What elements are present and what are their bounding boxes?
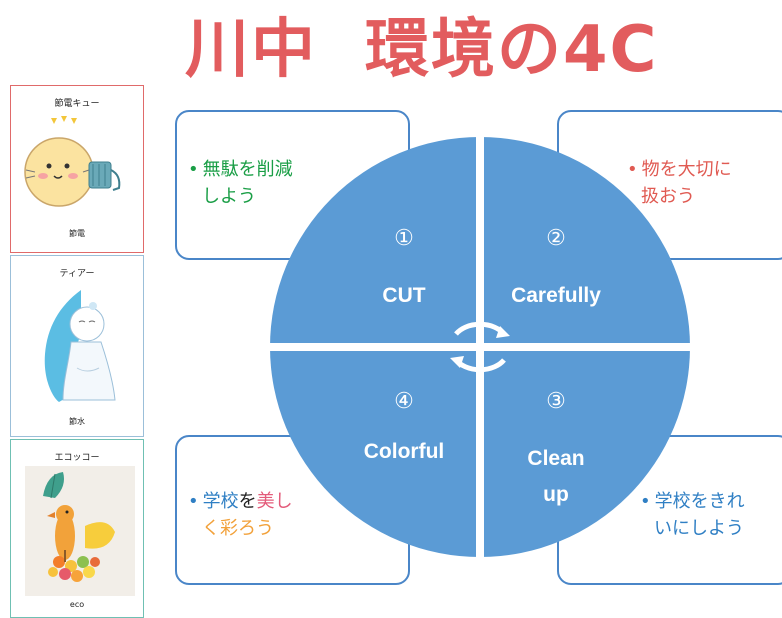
mascot-name: ティアー (59, 269, 95, 279)
quadrant-cut-label: CUT (382, 284, 426, 307)
title-school: 川中 (185, 13, 317, 87)
mascot-column: 節電キュー 節電 ティアー 節水 (10, 85, 144, 618)
quadrant-cleanup-number: ③ (546, 388, 566, 413)
mascot-card-1: 節電キュー 節電 (10, 85, 144, 253)
page-title: 川中環境の4C (185, 10, 745, 90)
mascot-name: 節電キュー (54, 99, 100, 109)
mascot-caption: 節電 (69, 229, 85, 238)
colorful-description: •学校を美し く彩ろう (188, 491, 293, 539)
cleanup-description: •学校をきれ いにしよう (640, 491, 745, 539)
quadrant-carefully-number: ② (546, 225, 566, 250)
mascot-caption: eco (69, 600, 85, 609)
lightbulb-mascot-icon (24, 116, 121, 207)
quadrant-carefully-label: Carefully (511, 284, 601, 307)
mascot-card-3: エコッコー eco (10, 439, 144, 618)
arrow-head-icon (450, 356, 464, 368)
carefully-description: •物を大切に 扱おう (627, 159, 732, 207)
quadrant-cut-number: ① (394, 225, 414, 250)
mascot-card-2: ティアー 節水 (10, 255, 144, 437)
title-main: 環境の4C (365, 13, 659, 87)
bird-mascot-icon (25, 466, 135, 596)
water-drop-mascot-icon (44, 290, 116, 402)
quadrant-cleanup-label: Clean (527, 447, 585, 470)
quadrant-cleanup-label-line2: up (543, 483, 569, 506)
mascot-name: エコッコー (54, 453, 100, 463)
mascot-caption: 節水 (69, 417, 85, 426)
cut-description: •無駄を削減 しよう (188, 159, 293, 207)
arrow-head-icon (496, 326, 510, 338)
quadrant-colorful-label: Colorful (363, 440, 445, 463)
quadrant-colorful-number: ④ (394, 388, 414, 413)
